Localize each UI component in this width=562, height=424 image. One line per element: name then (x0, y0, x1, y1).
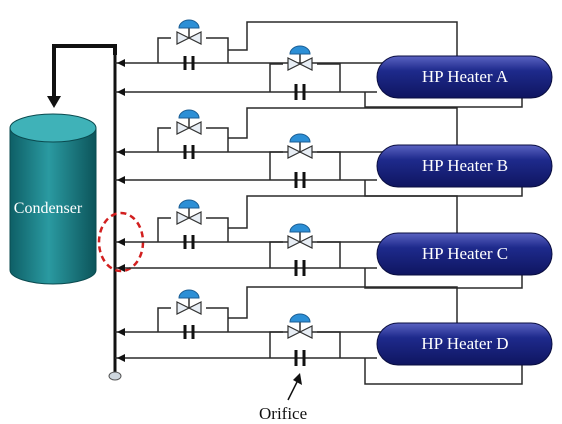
orifice-plate-icon (183, 145, 195, 159)
condenser-inlet-arrow (47, 96, 61, 108)
hp-heater-d-label: HP Heater D (421, 334, 509, 353)
control-valves (176, 19, 313, 339)
orifice-plates (183, 56, 306, 366)
hp-heater-b-label: HP Heater B (421, 156, 509, 175)
orifice-plate-icon (183, 325, 195, 339)
hp-heater-a (376, 55, 553, 99)
control-valve-icon (176, 19, 202, 45)
hp-heater-c (376, 232, 553, 276)
hp-heater-d (376, 322, 553, 366)
orifice-plate-icon (294, 260, 306, 276)
orifice-plate-icon (294, 172, 306, 188)
hp-heater-a-label: HP Heater A (421, 67, 509, 86)
header-arrows (117, 59, 125, 362)
orifice-plate-icon (183, 56, 195, 70)
condenser-label: Condenser (13, 200, 83, 217)
orifice-plate-icon (294, 84, 306, 100)
condenser-inlet-pipe (52, 44, 117, 98)
control-valve-icon (176, 289, 202, 315)
control-valve-icon (287, 133, 313, 159)
control-valve-icon (287, 313, 313, 339)
control-valve-icon (287, 223, 313, 249)
orifice-callout-arrow (287, 373, 302, 401)
orifice-label: Orifice (259, 404, 308, 423)
orifice-plate-icon (183, 235, 195, 249)
control-valve-icon (287, 45, 313, 71)
header-drain-cap (108, 371, 122, 381)
pipe-network (115, 21, 523, 385)
control-valve-icon (176, 199, 202, 225)
orifice-plate-icon (294, 350, 306, 366)
hp-heater-b (376, 144, 553, 188)
hp-heater-c-label: HP Heater C (421, 244, 509, 263)
control-valve-icon (176, 109, 202, 135)
condenser (9, 113, 97, 285)
